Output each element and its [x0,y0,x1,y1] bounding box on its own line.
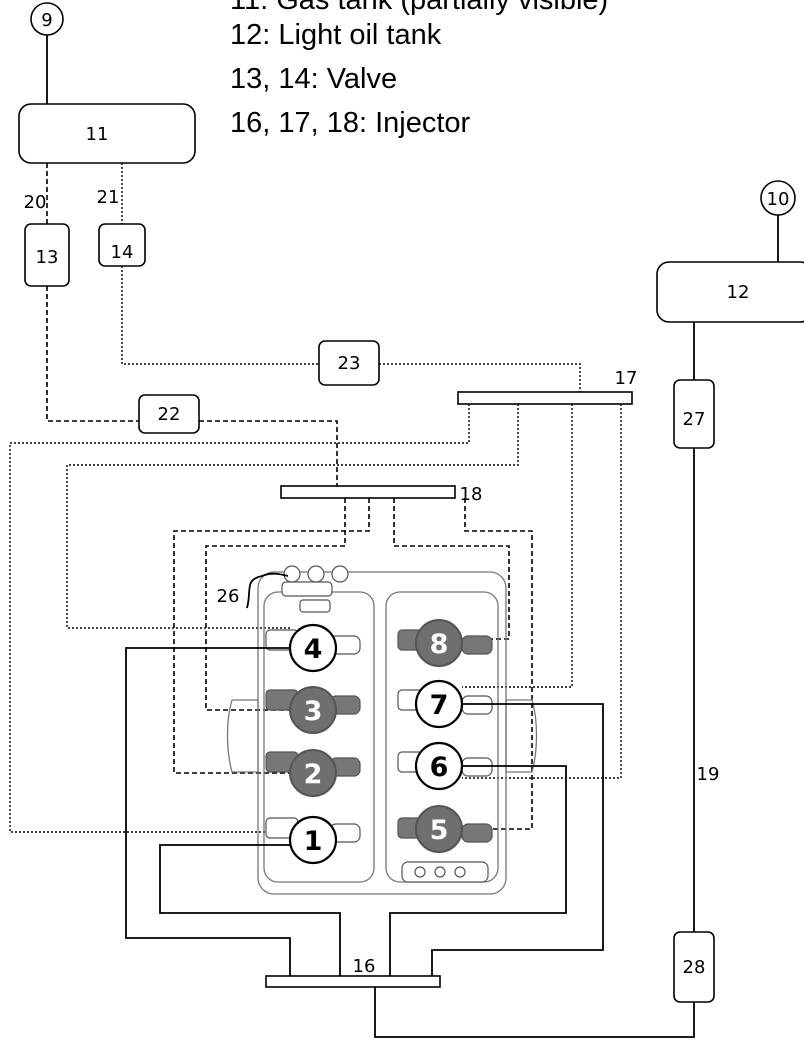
pipe-21-label: 21 [97,187,120,208]
gas-tank-11 [18,103,196,164]
box-27-label: 27 [683,409,706,430]
branch-16-to-cyl1 [159,844,341,976]
box-23-label: 23 [338,353,361,374]
cylinder-5-label: 5 [430,815,449,846]
circle-10-label: 10 [767,189,790,210]
valve-13-label: 13 [36,247,59,268]
circle-9-label: 9 [41,10,52,31]
cylinder-2: 2 [289,749,337,797]
box-28-label: 28 [683,957,706,978]
box-23 [318,340,380,386]
branch-16-to-cyl4 [125,647,291,976]
branch-17-to-cyl7 [462,404,573,688]
line-14-to-23 [121,266,319,365]
line-23-to-17 [379,363,581,392]
cylinder-7: 7 [414,679,464,729]
line-19-label: 19 [697,764,720,785]
legend-line-16-17-18: 16, 17, 18: Injector [230,107,471,139]
box-22 [138,394,200,434]
pipe-20-label: 20 [24,192,47,213]
valve-14-label: 14 [111,242,134,263]
injector-17 [457,391,633,405]
cylinder-3: 3 [289,686,337,734]
legend-line-13-14: 13, 14: Valve [230,63,398,95]
cylinder-3-label: 3 [304,696,323,727]
branch-18-to-cyl2 [173,498,370,774]
line-13-to-22 [46,286,139,422]
branch-17-to-cyl4 [66,404,519,629]
wire-26-label: 26 [217,586,240,607]
branch-16-to-cyl7 [431,703,604,976]
cylinder-1: 1 [288,815,338,865]
branch-17-to-cyl6 [462,404,622,779]
cylinder-8-label: 8 [430,629,449,660]
engine-block [226,565,538,895]
injector-16-label: 16 [353,956,376,977]
cylinder-7-label: 7 [430,690,449,721]
box-22-label: 22 [158,404,181,425]
line-28-to-16 [374,987,695,1038]
wire-26 [246,572,289,609]
branch-16-to-cyl6 [389,765,567,976]
injector-18-label: 18 [460,484,483,505]
cylinder-4: 4 [288,623,338,673]
cylinder-1-label: 1 [304,826,323,857]
legend-line-12: 12: Light oil tank [230,19,442,51]
gas-tank-11-label: 11 [86,124,109,145]
cylinder-4-label: 4 [304,634,323,665]
injector-16 [265,975,441,988]
legend-line-11: 11: Gas tank (partially visible) [230,0,609,16]
cylinder-6-label: 6 [430,752,449,783]
line-22-to-18 [199,420,338,486]
cylinder-5: 5 [415,805,463,853]
branch-18-to-cyl8 [393,498,510,640]
branch-17-to-cyl1 [9,404,470,833]
branch-18-to-cyl5 [455,498,533,830]
injector-17-label: 17 [615,368,638,389]
injector-18 [280,485,456,499]
cylinder-8: 8 [415,619,463,667]
cylinder-2-label: 2 [304,759,323,790]
branch-18-to-cyl3 [205,498,346,711]
light-oil-tank-12 [656,261,804,323]
light-oil-tank-12-label: 12 [727,282,750,303]
cylinder-6: 6 [414,741,464,791]
